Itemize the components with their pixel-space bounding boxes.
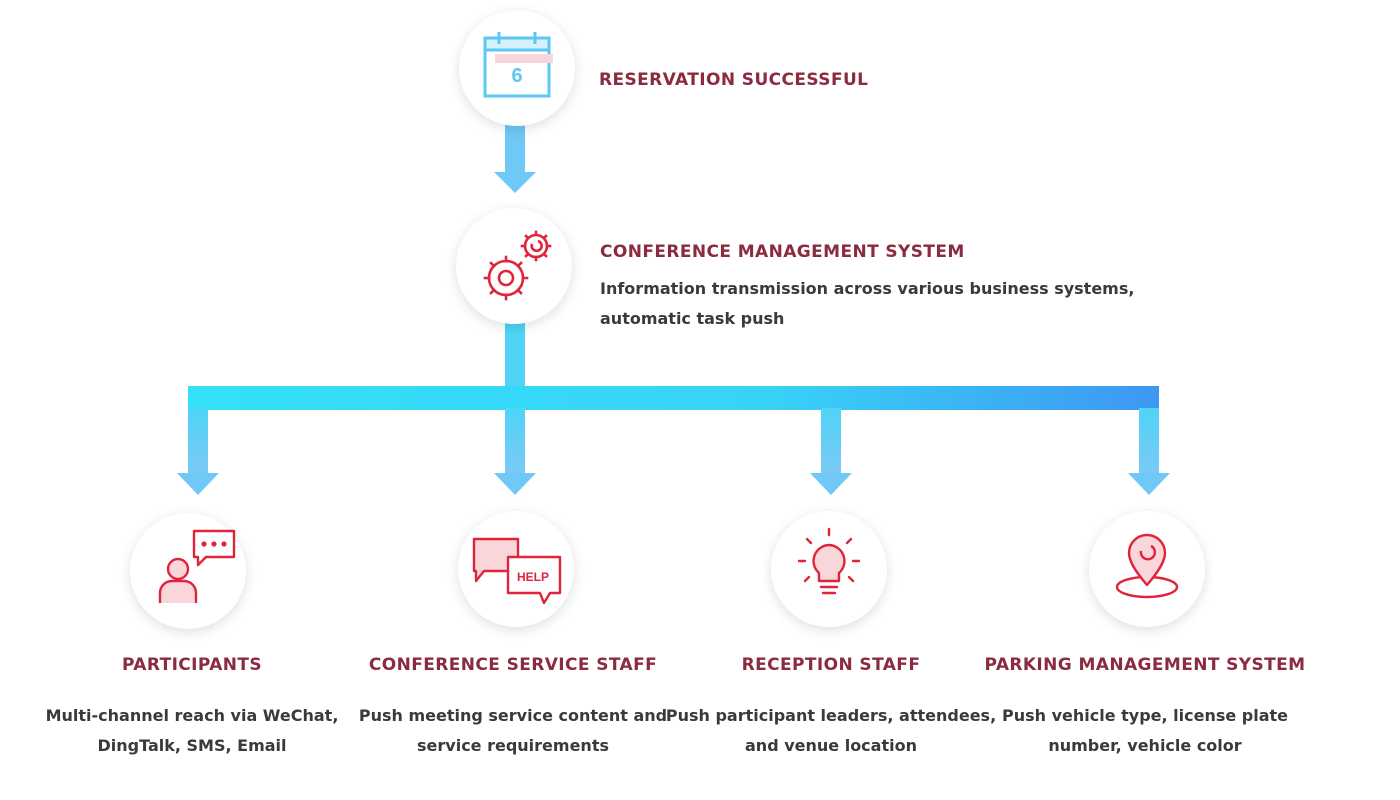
participants-node	[130, 513, 246, 629]
arrow-to-parking-system	[1128, 408, 1170, 495]
reservation-title: RESERVATION SUCCESSFUL	[599, 70, 869, 90]
lightbulb-icon	[797, 527, 861, 595]
service-staff-desc-line1: Push meeting service content and	[358, 706, 668, 725]
parking-system-node	[1089, 511, 1205, 627]
conference-system-title: CONFERENCE MANAGEMENT SYSTEM	[600, 242, 965, 262]
reception-staff-desc-line2: and venue location	[745, 736, 917, 755]
parking-system-title: PARKING MANAGEMENT SYSTEM	[984, 655, 1306, 675]
conference-system-desc-line2: automatic task push	[600, 309, 785, 328]
conference-system-desc-line1: Information transmission across various …	[600, 279, 1135, 298]
reception-staff-desc-line1: Push participant leaders, attendees,	[665, 706, 997, 725]
parking-system-desc-line1: Push vehicle type, license plate	[1001, 706, 1289, 725]
service-staff-description: Push meeting service content and service…	[359, 701, 667, 761]
reception-staff-title: RECEPTION STAFF	[741, 655, 921, 675]
chat-person-icon	[158, 529, 236, 603]
service-staff-desc-line2: service requirements	[417, 736, 609, 755]
service-staff-node: HELP	[458, 511, 574, 627]
arrow-top-to-middle	[494, 125, 536, 193]
reception-staff-description: Push participant leaders, attendees, and…	[666, 701, 996, 761]
participants-desc-line2: DingTalk, SMS, Email	[97, 736, 287, 755]
svg-text:6: 6	[511, 65, 522, 87]
svg-text:HELP: HELP	[517, 570, 549, 584]
distribution-bar	[188, 386, 1159, 410]
reservation-node: 6	[459, 10, 575, 126]
conference-system-node	[456, 208, 572, 324]
gears-icon	[483, 230, 552, 301]
arrow-to-participants	[177, 408, 219, 495]
parking-system-description: Push vehicle type, license plate number,…	[1002, 701, 1288, 761]
parking-system-desc-line2: number, vehicle color	[1048, 736, 1242, 755]
conference-system-description: Information transmission across various …	[600, 274, 1134, 334]
calendar-icon: 6	[483, 32, 553, 98]
arrow-to-reception-staff	[810, 408, 852, 495]
help-chat-icon: HELP	[472, 537, 562, 605]
location-pin-icon	[1115, 533, 1179, 599]
service-staff-title: CONFERENCE SERVICE STAFF	[368, 655, 658, 675]
stem-middle-to-bar	[505, 323, 525, 389]
reception-staff-node	[771, 511, 887, 627]
participants-description: Multi-channel reach via WeChat, DingTalk…	[46, 701, 339, 761]
participants-desc-line1: Multi-channel reach via WeChat,	[45, 706, 339, 725]
participants-title: PARTICIPANTS	[121, 655, 263, 675]
arrow-to-service-staff	[494, 408, 536, 495]
